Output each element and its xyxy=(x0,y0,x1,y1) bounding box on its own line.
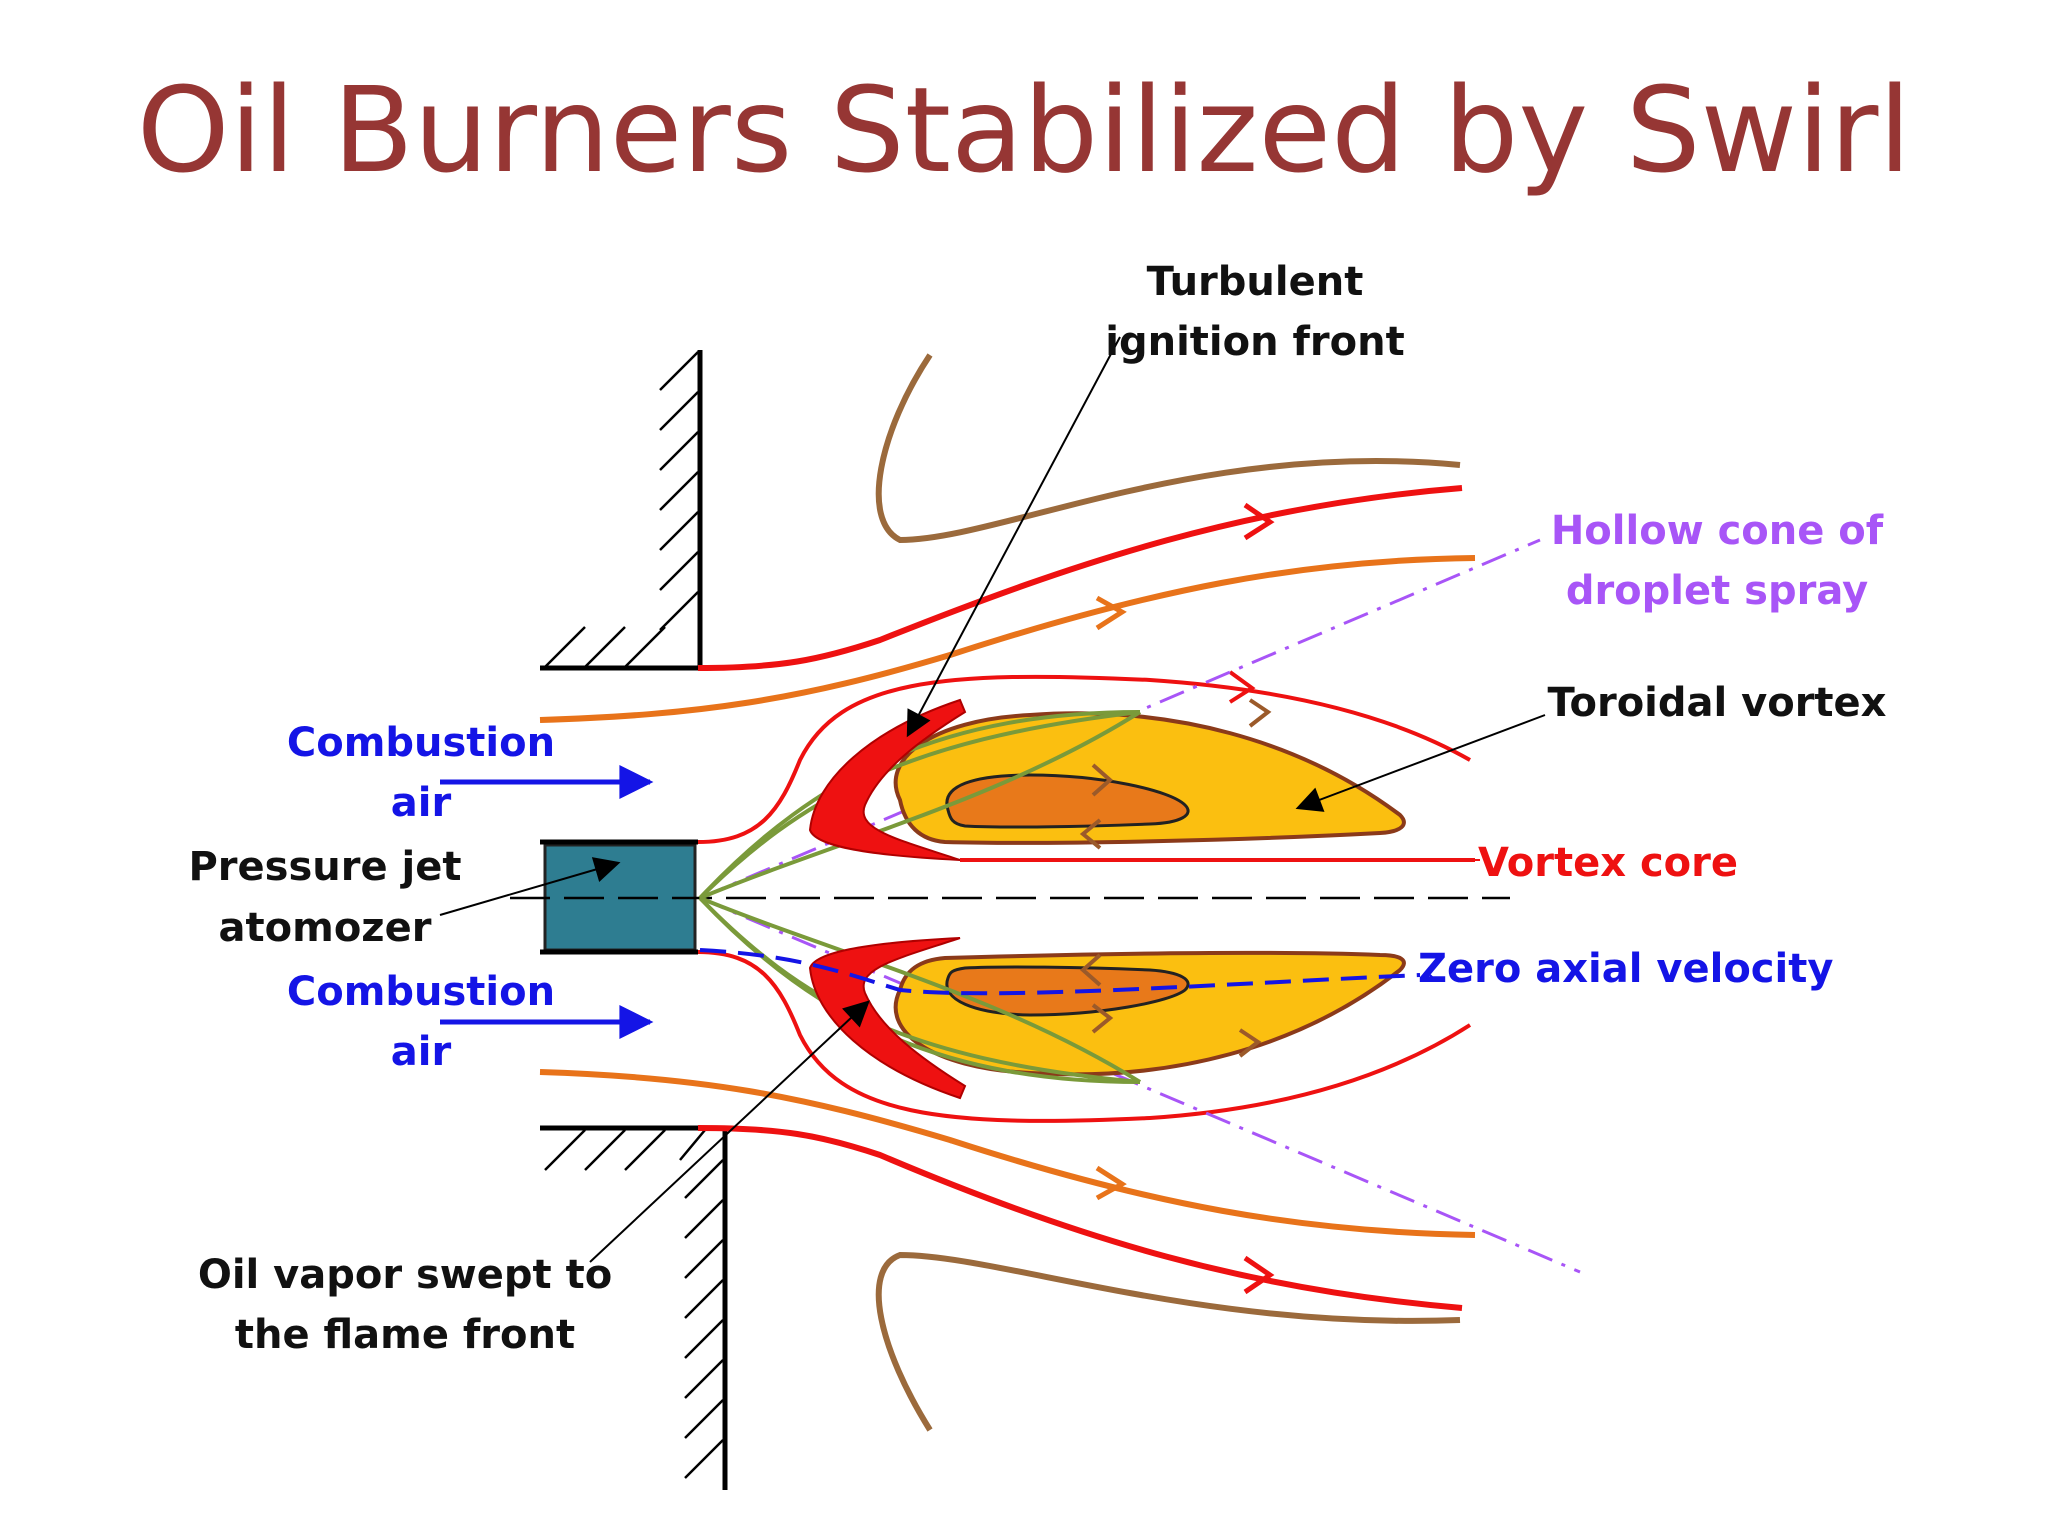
toroidal-vortex-top xyxy=(893,711,1406,845)
label-combustion-air-bottom-1: Combustion xyxy=(287,969,555,1015)
label-hollow-cone-2: droplet spray xyxy=(1566,568,1868,614)
red-streamline-top xyxy=(697,485,1463,671)
label-pressure-jet-2: atomozer xyxy=(219,905,432,951)
slide-title: Oil Burners Stabilized by Swirl xyxy=(136,61,1912,199)
label-toroidal-vortex: Toroidal vortex xyxy=(1548,680,1887,726)
ignition-front-top xyxy=(808,698,967,861)
lower-wall xyxy=(540,1125,728,1490)
label-oil-vapor-2: the flame front xyxy=(235,1312,575,1358)
outer-streamline-top xyxy=(875,353,1461,544)
leader-lines xyxy=(439,336,1546,1263)
label-zero-axial-velocity: Zero axial velocity xyxy=(1418,946,1833,992)
label-combustion-air-top-2: air xyxy=(391,780,452,826)
label-turbulent-1: Turbulent xyxy=(1147,259,1364,305)
label-combustion-air-bottom-2: air xyxy=(391,1029,452,1075)
outer-streamline-bottom xyxy=(875,1251,1461,1432)
label-oil-vapor-1: Oil vapor swept to xyxy=(198,1252,612,1298)
orange-streamline-top xyxy=(539,555,1476,723)
upper-wall xyxy=(540,350,703,671)
label-turbulent-2: ignition front xyxy=(1105,319,1404,365)
zero-axial-velocity-line xyxy=(699,948,1421,996)
label-combustion-air-top-1: Combustion xyxy=(287,720,555,766)
label-vortex-core: Vortex core xyxy=(1478,840,1738,886)
label-hollow-cone-1: Hollow cone of xyxy=(1551,508,1884,554)
orange-streamline-bottom xyxy=(539,1069,1476,1238)
inner-streamline-bottom xyxy=(697,950,1472,1123)
ignition-front-bottom xyxy=(808,937,967,1100)
inner-streamline-top xyxy=(697,674,1471,844)
label-pressure-jet-1: Pressure jet xyxy=(188,844,461,890)
red-streamline-bottom xyxy=(697,1125,1463,1311)
